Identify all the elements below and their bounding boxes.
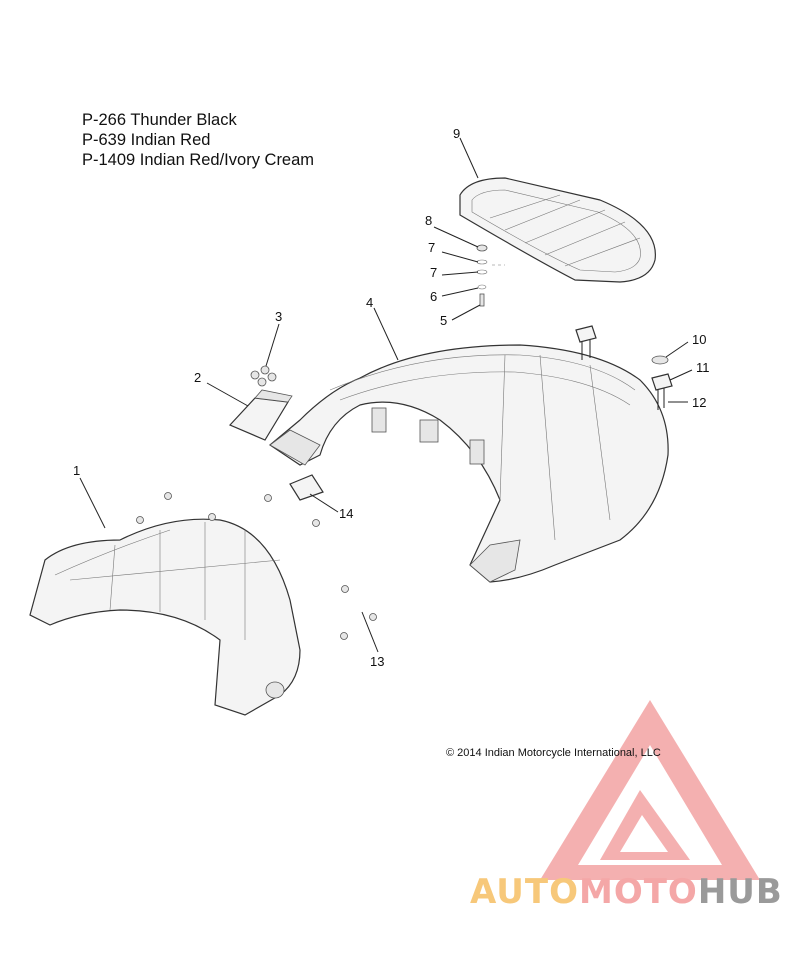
callout-4: 4 <box>366 295 374 310</box>
callout-2: 2 <box>194 370 202 385</box>
brand-hub: HUB <box>697 872 783 912</box>
watermark-brand-text: AUTOMOTOHUB <box>470 872 783 912</box>
callout-8: 8 <box>425 213 433 228</box>
legend-item: P-266 Thunder Black <box>82 111 237 129</box>
brand-moto: MOTO <box>578 872 698 912</box>
callout-7a: 7 <box>428 240 436 255</box>
callout-9: 9 <box>453 126 461 141</box>
part-2-bracket <box>228 389 293 441</box>
parts-10-12 <box>575 325 673 410</box>
part-3-nuts <box>250 365 277 387</box>
legend-item: P-639 Indian Red <box>82 131 211 149</box>
callout-7b: 7 <box>430 265 438 280</box>
callout-12: 12 <box>692 395 707 410</box>
brand-auto: AUTO <box>470 872 579 912</box>
watermark-logo <box>540 700 760 880</box>
part-4-trunk <box>268 344 669 583</box>
callout-1: 1 <box>73 463 81 478</box>
color-legend: P-266 Thunder Black P-639 Indian Red P-1… <box>82 110 314 170</box>
callout-3: 3 <box>275 309 283 324</box>
callout-6: 6 <box>430 289 438 304</box>
callout-5: 5 <box>440 313 448 328</box>
callout-11: 11 <box>696 360 710 375</box>
part-9-luggage-rack <box>459 177 656 283</box>
hardware-5-8 <box>476 244 505 307</box>
leader-lines <box>79 137 693 653</box>
part-1-backrest-pad <box>29 518 301 716</box>
part-13-screws <box>136 492 377 640</box>
legend-item: P-1409 Indian Red/Ivory Cream <box>82 151 315 169</box>
callout-10: 10 <box>692 332 707 347</box>
callout-13: 13 <box>370 654 385 669</box>
copyright-notice: © 2014 Indian Motorcycle International, … <box>446 747 661 759</box>
callout-14: 14 <box>339 506 354 521</box>
part-14-bracket <box>289 474 324 501</box>
